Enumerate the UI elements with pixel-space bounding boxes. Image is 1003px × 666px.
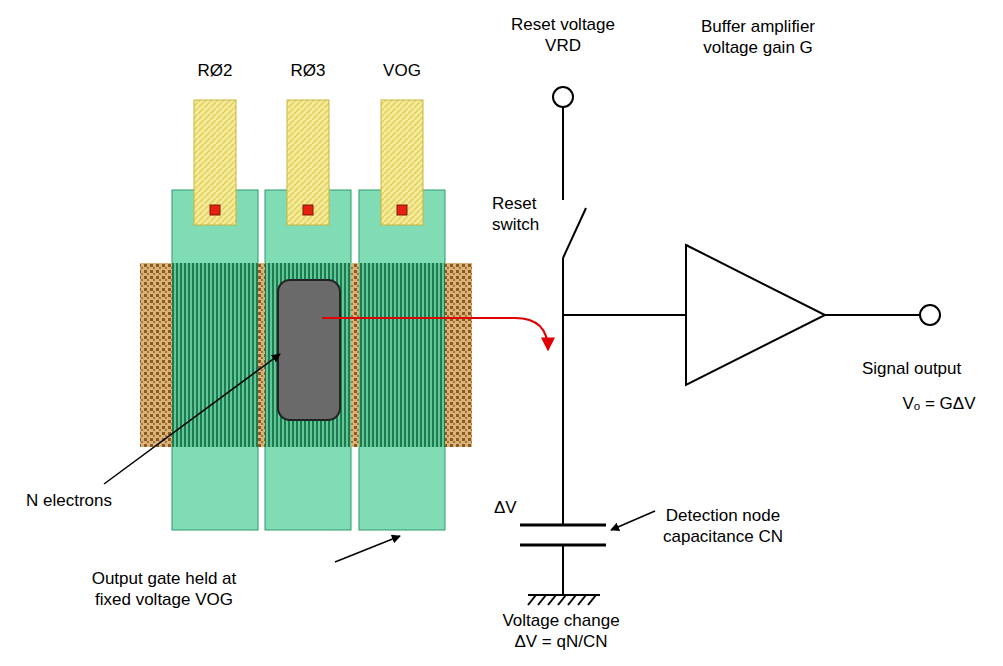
callout-label: N electrons [26, 490, 136, 511]
signal-label: ΔV [494, 497, 534, 518]
charge-packet [278, 280, 340, 420]
output-terminal [825, 305, 940, 325]
amplifier-symbol [678, 16, 838, 390]
switch-label: Reset switch [492, 193, 554, 236]
charge-transfer-arrow [322, 318, 548, 350]
gate-contacts [194, 100, 423, 225]
leader-lines [104, 354, 655, 562]
callout-label: Detection node capacitance CN [652, 505, 794, 548]
gate-label: VOG [362, 60, 442, 81]
amplifier-triangle [686, 245, 825, 385]
capacitor-symbol [520, 525, 606, 595]
supply-label: Reset voltage VRD [498, 14, 628, 57]
equation-label: Voltage change ΔV = qN/CN [491, 610, 631, 653]
channel-band [140, 263, 472, 447]
reset-circuit [553, 87, 687, 525]
callout-label: Output gate held at fixed voltage VOG [80, 568, 248, 611]
gate-label: RØ2 [175, 60, 255, 81]
output-label: Signal output [862, 358, 1002, 379]
ground-symbol [528, 595, 600, 605]
output-equation: Vₒ = GΔV [884, 393, 994, 414]
amplifier-node: Buffer amplifier voltage gain G [678, 16, 838, 390]
amplifier-heading: Buffer amplifier voltage gain G [678, 16, 838, 59]
gate-label: RØ3 [268, 60, 348, 81]
gate-over-channel [172, 263, 445, 447]
gate-electrodes [172, 190, 445, 530]
